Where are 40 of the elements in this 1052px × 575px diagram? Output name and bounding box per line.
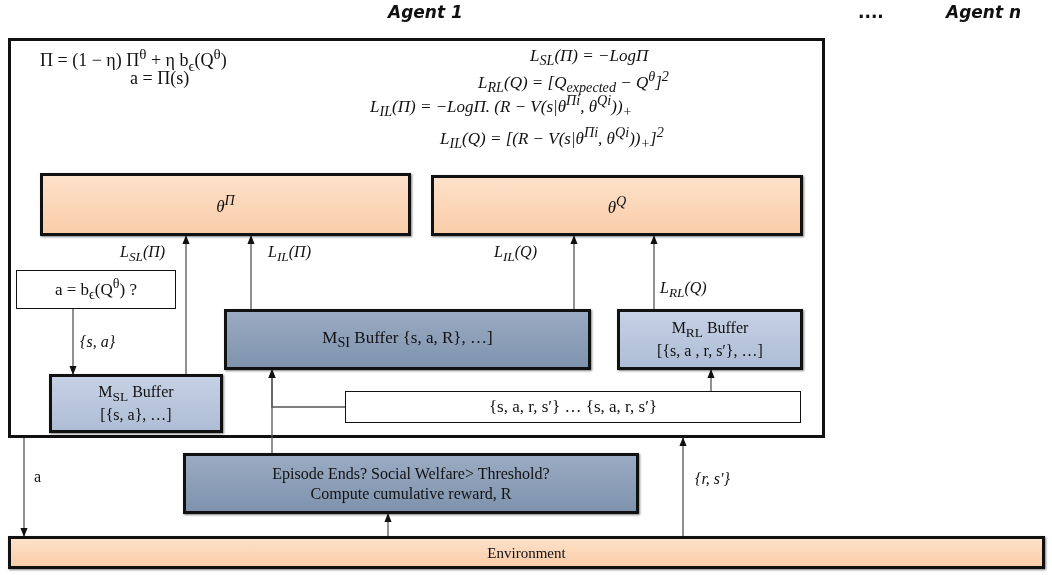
formula-text: L$_{SL}$(Π) = −LogΠ bbox=[530, 46, 649, 70]
node-text: M$_{SI}$ Buffer {s, a, R}, …] bbox=[322, 327, 493, 352]
node-text: Episode Ends? Social Welfare> Threshold? bbox=[272, 464, 550, 484]
heading-label: Agent n bbox=[946, 2, 1022, 22]
heading-label: Agent 1 bbox=[388, 2, 463, 22]
edge-label: {r, s′} bbox=[693, 470, 732, 488]
node-text: [{s, a}, …] bbox=[100, 405, 172, 425]
arrow bbox=[570, 235, 578, 310]
node-text: [{s, a , r, s′}, …] bbox=[657, 341, 763, 361]
node-text: M$_{RL}$ Buffer bbox=[671, 318, 749, 342]
arrow bbox=[247, 235, 255, 310]
node-text: Environment bbox=[487, 543, 566, 562]
node-text: θ$^{Q}$ bbox=[607, 192, 627, 218]
formula-text: L$_{RL}$(Q) = [Q$_{expected}$ − Q$^{θ}$]$^{2}$ bbox=[478, 68, 669, 96]
process-box bbox=[183, 453, 639, 514]
arrow bbox=[20, 437, 28, 537]
arrow bbox=[650, 235, 658, 310]
node-text: θ$^{Π}$ bbox=[216, 191, 235, 217]
buffer-box bbox=[224, 309, 591, 370]
node-text: {s, a, r, s′} … {s, a, r, s′} bbox=[488, 396, 658, 418]
node-text: Compute cumulative reward, R bbox=[310, 483, 512, 503]
arrow bbox=[707, 369, 715, 392]
buffer-box bbox=[49, 374, 223, 433]
node-text: a = b$_{ϵ}$(Q$^{θ}$) ? bbox=[54, 275, 138, 304]
parameter-box bbox=[40, 173, 411, 236]
environment-bar bbox=[8, 536, 1045, 569]
heading-label: .... bbox=[858, 2, 884, 22]
parameter-box bbox=[431, 175, 803, 236]
buffer-box bbox=[617, 309, 803, 370]
agent-frame bbox=[8, 38, 825, 438]
edge-label: {s, a} bbox=[78, 333, 118, 351]
node-text: M$_{SL}$ Buffer bbox=[98, 382, 174, 406]
arrow bbox=[182, 235, 190, 375]
arrow bbox=[268, 369, 276, 454]
arrow bbox=[384, 513, 392, 537]
arrow bbox=[679, 437, 687, 537]
formula-text: L$_{IL}$(Q) = [(R − V(s|θ$^{Πi}$, θ$^{Qi}$))$_{+}$]$^{2}$ bbox=[440, 124, 664, 153]
arrow bbox=[69, 308, 77, 375]
transition-box bbox=[345, 391, 801, 423]
condition-box bbox=[16, 270, 176, 309]
